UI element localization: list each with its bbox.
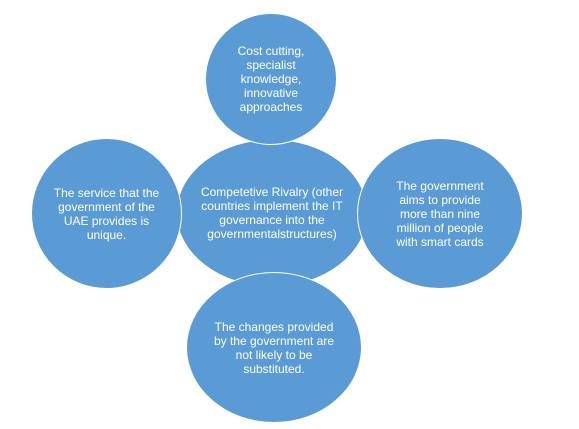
right-line: aims to provide <box>399 192 481 207</box>
center-line: countries implement the IT <box>201 199 343 213</box>
left-line: unique. <box>86 227 127 242</box>
top-line: specialist <box>246 58 296 72</box>
left-circle-new-entrants: The service that the government of the U… <box>31 138 182 289</box>
left-circle-text: The service that the government of the U… <box>48 186 166 242</box>
center-line: governmentalstructures) <box>207 227 337 241</box>
left-line: UAE provides is <box>63 213 150 228</box>
center-line: governance into the <box>219 213 325 227</box>
center-line: Competetive Rivalry (other <box>200 185 344 199</box>
right-line: more than nine <box>399 206 481 221</box>
right-line: with smart cards <box>396 234 484 249</box>
top-circle-text: Cost cutting, specialist knowledge, inno… <box>221 44 321 114</box>
bottom-line: not likely to be <box>235 347 313 362</box>
center-circle-competitive-rivalry: Competetive Rivalry (other countries imp… <box>176 139 368 287</box>
bottom-line: substituted. <box>243 361 305 376</box>
top-circle-suppliers: Cost cutting, specialist knowledge, inno… <box>205 13 337 145</box>
right-circle-buyers: The government aims to provide more than… <box>357 138 523 289</box>
center-circle-text: Competetive Rivalry (other countries imp… <box>196 185 348 241</box>
bottom-line: The changes provided <box>214 319 334 334</box>
top-line: Cost cutting, <box>237 44 305 58</box>
bottom-circle-text: The changes provided by the government a… <box>206 320 342 376</box>
top-line: approaches <box>239 100 303 114</box>
bottom-circle-substitutes: The changes provided by the government a… <box>186 272 362 423</box>
top-line: knowledge, <box>240 72 302 86</box>
left-line: The service that the <box>53 185 160 200</box>
left-line: government of the <box>58 199 155 214</box>
right-line: The government <box>396 178 484 193</box>
right-line: million of people <box>396 220 484 235</box>
right-circle-text: The government aims to provide more than… <box>384 179 496 249</box>
bottom-line: by the government are <box>213 333 335 348</box>
top-line: innovative <box>243 86 299 100</box>
